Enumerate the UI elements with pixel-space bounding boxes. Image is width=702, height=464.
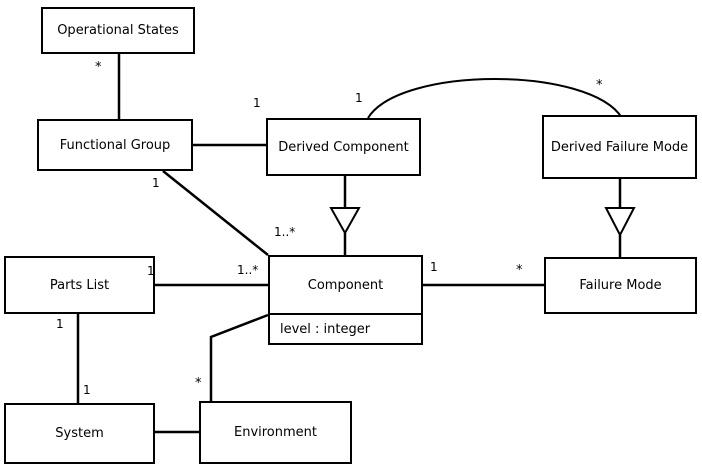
edge-functional-group-component <box>162 170 269 256</box>
class-box-parts-list[interactable]: Parts List <box>4 256 155 314</box>
multiplicity-parts-list-system-far: 1 <box>83 383 91 397</box>
class-name-parts-list: Parts List <box>49 277 110 293</box>
multiplicity-component-failure-mode-near: 1 <box>430 260 438 274</box>
multiplicity-component-environment: * <box>195 376 202 391</box>
class-attribute-component-level: level : integer <box>270 313 421 343</box>
class-box-operational-states[interactable]: Operational States <box>41 7 195 54</box>
multiplicity-derived-component-arc: 1 <box>355 91 363 105</box>
edge-derived-component-derived-failure-mode-arc <box>367 78 623 119</box>
class-box-component[interactable]: Component level : integer <box>268 255 423 345</box>
multiplicity-functional-group-component-near: 1 <box>152 176 160 190</box>
multiplicity-parts-list-system-near: 1 <box>56 317 64 331</box>
generalization-triangle-component <box>329 207 361 236</box>
multiplicity-functional-group-component-far: 1..* <box>274 225 296 239</box>
class-name-environment: Environment <box>233 425 317 440</box>
multiplicity-operational-states-end: * <box>95 60 102 75</box>
class-box-derived-failure-mode[interactable]: Derived Failure Mode <box>542 115 697 179</box>
multiplicity-parts-list-component-far: 1..* <box>237 263 259 277</box>
class-box-derived-component[interactable]: Derived Component <box>266 118 421 176</box>
class-name-functional-group: Functional Group <box>59 137 171 153</box>
multiplicity-functional-group-derived-component: 1 <box>253 96 261 110</box>
edge-component-environment <box>209 313 269 401</box>
class-name-system: System <box>55 426 104 441</box>
class-name-derived-component: Derived Component <box>278 139 409 155</box>
class-name-component: Component <box>307 277 384 293</box>
class-name-operational-states: Operational States <box>57 23 179 38</box>
multiplicity-parts-list-component-near: 1 <box>147 264 155 278</box>
class-box-functional-group[interactable]: Functional Group <box>37 119 193 171</box>
generalization-triangle-failure-mode <box>604 207 636 238</box>
multiplicity-component-failure-mode-far: * <box>516 263 523 278</box>
class-name-failure-mode: Failure Mode <box>579 278 662 293</box>
class-name-derived-failure-mode: Derived Failure Mode <box>550 139 689 155</box>
class-box-environment[interactable]: Environment <box>199 401 352 464</box>
class-box-system[interactable]: System <box>4 403 155 464</box>
class-box-failure-mode[interactable]: Failure Mode <box>544 257 697 314</box>
multiplicity-derived-failure-mode-arc: * <box>596 78 603 93</box>
